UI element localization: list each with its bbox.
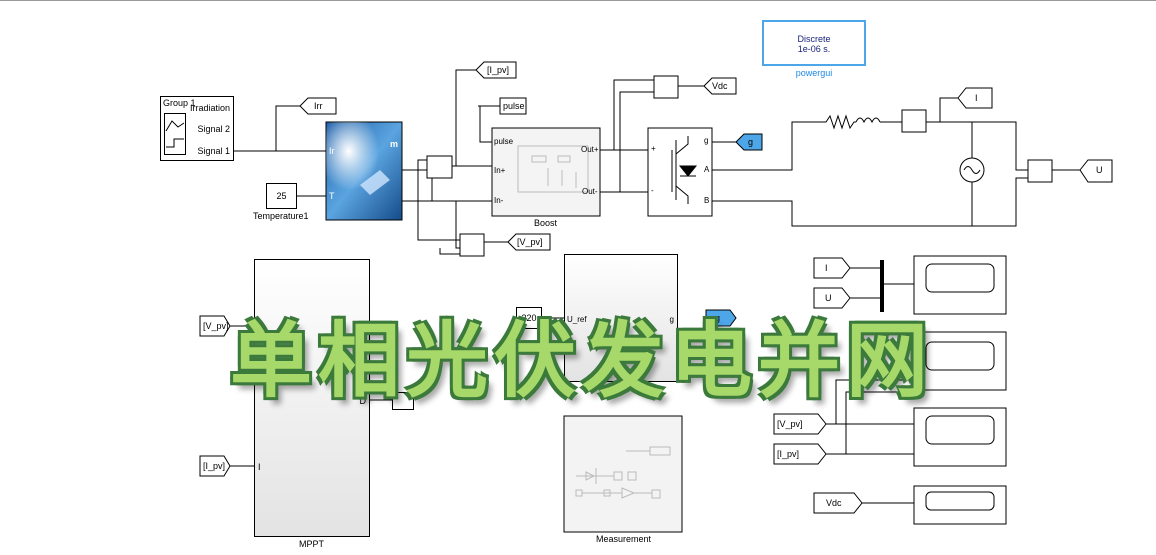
boost-in-minus-port: In- <box>494 196 504 205</box>
controller-block[interactable]: U_ref g <box>564 254 678 382</box>
tag-g-inverter: g <box>748 137 754 147</box>
scope-1[interactable] <box>913 255 1007 315</box>
scope4-input-vdc: Vdc <box>826 498 842 508</box>
goto-irr[interactable] <box>299 97 337 115</box>
from-v-pv-mppt[interactable] <box>199 315 231 337</box>
controller-out-port: g <box>669 315 674 324</box>
mppt-block[interactable]: V I D <box>254 259 370 537</box>
tag-v-pv: [V_pv] <box>517 237 543 247</box>
inverter-block[interactable] <box>647 127 713 217</box>
goto-i[interactable] <box>957 87 993 109</box>
scope-2[interactable] <box>913 331 1007 391</box>
from-i[interactable] <box>813 257 851 279</box>
inverter-port-g: g <box>704 136 709 145</box>
boost-out-plus-port: Out+ <box>581 145 599 154</box>
inverter-port-b: B <box>704 196 710 205</box>
scope3-input-v-pv: [V_pv] <box>777 419 803 429</box>
pv-port-m: m <box>390 139 399 149</box>
signal-group-block[interactable]: Group 1 Irradiation Signal 2 Signal 1 <box>160 96 234 161</box>
uref-value: 220 <box>521 313 537 323</box>
mppt-port-v: V <box>258 322 265 332</box>
mppt-name: MPPT <box>299 539 325 549</box>
u-measure-block[interactable] <box>1027 159 1053 183</box>
mppt-port-out: D <box>359 396 367 406</box>
v-measure-block[interactable] <box>459 233 485 257</box>
goto-i-pv[interactable] <box>475 61 517 79</box>
tag-i-pv-top: [I_pv] <box>487 65 510 75</box>
boost-name: Boost <box>534 218 558 228</box>
goto-u[interactable] <box>1079 159 1113 183</box>
powergui-block[interactable]: Discrete 1e-06 s. <box>762 20 866 66</box>
tag-irr: Irr <box>314 101 323 111</box>
ac-source[interactable] <box>959 157 985 183</box>
temperature-name: Temperature1 <box>253 211 309 221</box>
measurement-name: Measurement <box>596 534 652 544</box>
sum-block-1[interactable] <box>426 155 453 179</box>
inverter-port-minus: - <box>651 186 654 195</box>
tag-vdc: Vdc <box>712 81 728 91</box>
from-i-pv-scope[interactable] <box>773 443 827 465</box>
vdc-measure-block[interactable] <box>653 75 679 99</box>
overlay-title: 单相光伏发电并网 <box>229 314 934 409</box>
scope1-input-u: U <box>825 293 832 303</box>
from-i-pv-mppt[interactable] <box>199 455 231 477</box>
tag-u: U <box>1096 165 1103 175</box>
temperature-constant[interactable]: 25 <box>266 183 297 209</box>
goto-v-pv[interactable] <box>507 233 551 251</box>
boost-pulse-port: pulse <box>494 137 514 146</box>
tag-pulse: pulse <box>503 101 525 111</box>
i-measure-block[interactable] <box>901 109 927 133</box>
port-signal-2: Signal 2 <box>197 124 230 134</box>
inverter-port-plus: + <box>651 144 656 153</box>
from-vdc[interactable] <box>813 492 863 514</box>
grid-rl-impedance[interactable] <box>820 114 881 130</box>
goto-vdc[interactable] <box>703 77 737 95</box>
powergui-line1: Discrete <box>797 34 831 44</box>
mppt-output-gain[interactable] <box>392 392 414 410</box>
signal-group-icon <box>164 113 186 155</box>
powergui-name: powergui <box>795 68 833 78</box>
from-pulse[interactable] <box>499 97 527 115</box>
boost-in-plus-port: In+ <box>494 166 506 175</box>
pv-array-block[interactable] <box>325 121 403 221</box>
scope1-input-i: I <box>825 263 828 273</box>
signal-group-title: Group 1 <box>163 98 196 108</box>
controller-uref-port: U_ref <box>567 315 587 324</box>
from-u[interactable] <box>813 287 851 309</box>
tag-g-controller: g <box>715 313 721 323</box>
mppt-port-i: I <box>258 462 261 472</box>
port-signal-1: Signal 1 <box>197 146 230 156</box>
inverter-port-a: A <box>704 165 710 174</box>
scope3-input-i-pv: [I_pv] <box>777 449 800 459</box>
pv-port-t: T <box>329 191 335 201</box>
goto-g[interactable] <box>705 309 737 327</box>
mppt-input-i-pv: [I_pv] <box>203 461 226 471</box>
powergui-line2: 1e-06 s. <box>797 44 831 54</box>
boost-block[interactable] <box>491 127 601 217</box>
scope-3[interactable] <box>913 407 1007 467</box>
from-v-pv-scope[interactable] <box>773 413 827 435</box>
temperature-value: 25 <box>276 191 287 201</box>
uref-constant[interactable]: 220 <box>516 307 542 329</box>
from-g[interactable] <box>735 133 763 151</box>
mux-bar <box>880 260 884 312</box>
boost-out-minus-port: Out- <box>582 187 598 196</box>
measurement-block[interactable] <box>563 415 683 533</box>
mppt-input-v-pv: [V_pv] <box>203 321 229 331</box>
tag-i: I <box>975 93 978 103</box>
scope-4[interactable] <box>913 485 1007 525</box>
port-irradiation: Irradiation <box>189 103 230 113</box>
pv-port-ir: Ir <box>329 146 335 156</box>
